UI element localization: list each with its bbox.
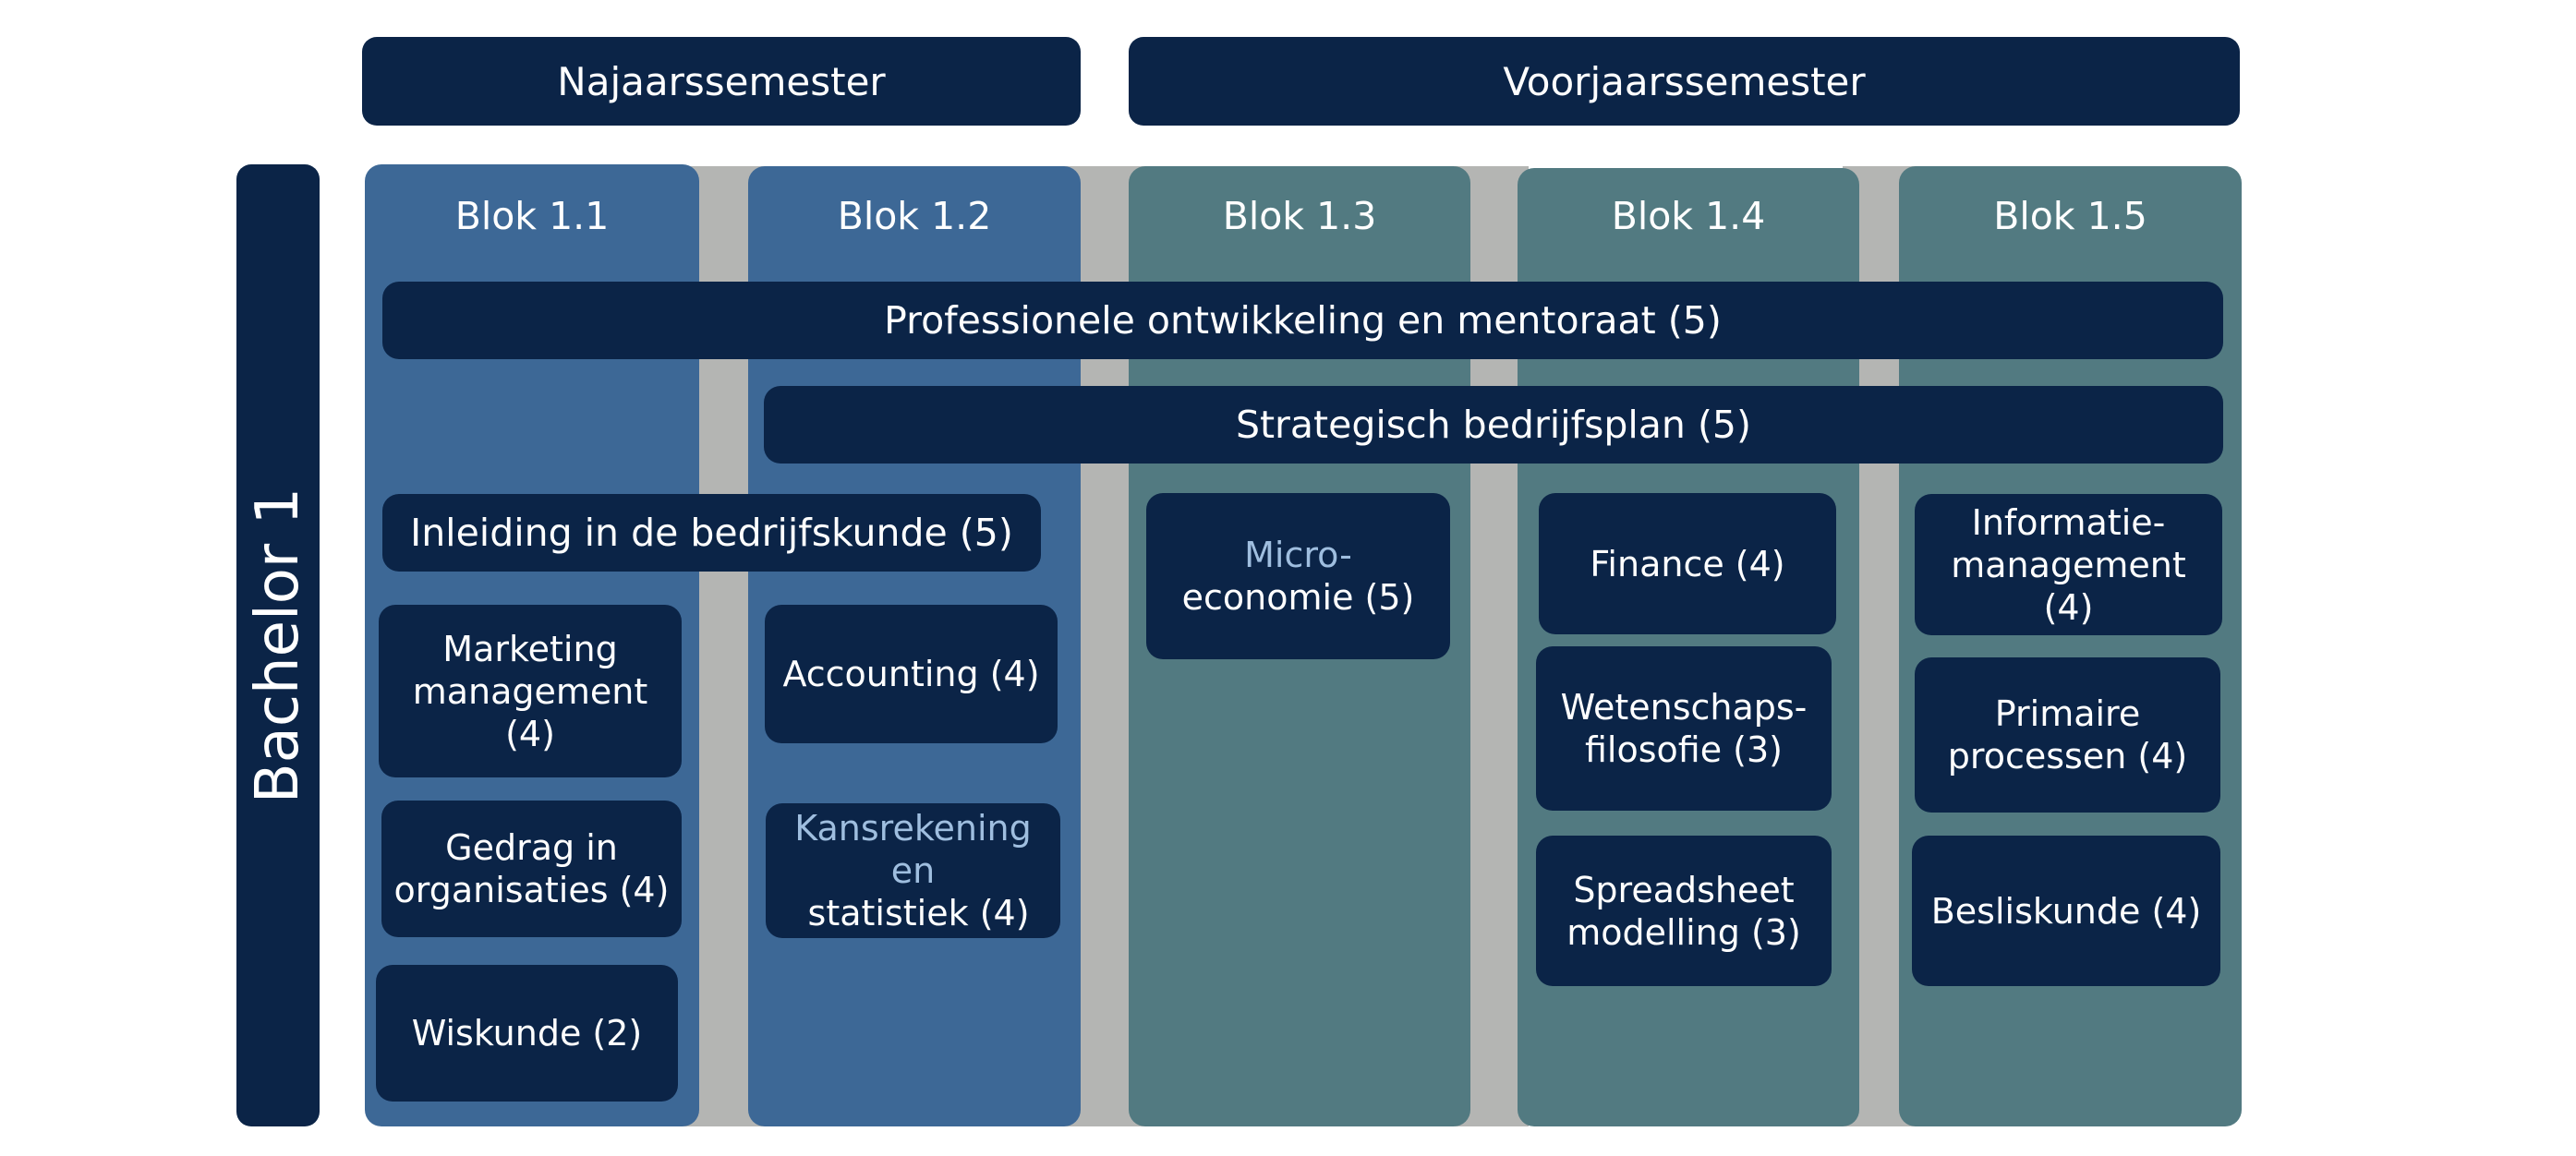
- course-wiskunde: Wiskunde (2): [376, 965, 678, 1102]
- course-kansrekening-en-statistiek: Kansrekening en statistiek (4): [766, 803, 1060, 938]
- semester-header-fall: Najaarssemester: [362, 37, 1081, 126]
- course-gedrag-in-organisaties: Gedrag in organisaties (4): [381, 801, 682, 937]
- course-label-line: Informatie-: [1971, 501, 2166, 543]
- course-label: Strategisch bedrijfsplan (5): [1235, 403, 1752, 447]
- course-besliskunde: Besliskunde (4): [1912, 836, 2220, 986]
- course-finance: Finance (4): [1539, 493, 1836, 634]
- course-inleiding-bedrijfskunde: Inleiding in de bedrijfskunde (5): [382, 494, 1041, 572]
- course-accounting: Accounting (4): [765, 605, 1058, 743]
- semester-spring-label: Voorjaarssemester: [1503, 58, 1866, 104]
- course-label-line: organisaties (4): [393, 870, 670, 910]
- course-spreadsheet-modelling: Spreadsheet modelling (3): [1536, 836, 1832, 986]
- course-label-line: modelling (3): [1566, 911, 1801, 953]
- semester-header-spring: Voorjaarssemester: [1129, 37, 2240, 126]
- year-label: Bachelor 1: [244, 487, 312, 804]
- course-label: Besliskunde (4): [1930, 890, 2202, 932]
- course-label-part: en: [890, 850, 936, 891]
- course-primaire-processen: Primaire processen (4): [1915, 657, 2220, 813]
- course-label-line: management (4): [1951, 544, 2186, 628]
- course-label-line: economie (5): [1181, 577, 1415, 618]
- course-professionele-ontwikkeling: Professionele ontwikkeling en mentoraat …: [382, 282, 2223, 359]
- course-label: Finance (4): [1590, 543, 1785, 584]
- course-label-line: Gedrag in: [445, 827, 618, 868]
- course-marketing-management: Marketing management (4): [379, 605, 682, 777]
- block-title-1-5: Blok 1.5: [1993, 194, 2147, 238]
- course-label-line: Marketing: [442, 628, 618, 669]
- course-wetenschapsfilosofie: Wetenschaps- filosofie (3): [1536, 646, 1832, 811]
- course-micro-economie: Micro- economie (5): [1146, 493, 1450, 659]
- course-label: Wiskunde (2): [411, 1013, 643, 1054]
- course-label-line: Kansrekening: [794, 808, 1032, 849]
- block-title-1-3: Blok 1.3: [1222, 194, 1377, 238]
- block-title-1-1: Blok 1.1: [454, 194, 610, 238]
- block-title-1-4: Blok 1.4: [1611, 194, 1766, 238]
- semester-fall-label: Najaarssemester: [557, 58, 886, 104]
- course-label-line: Micro-: [1244, 535, 1352, 575]
- course-label-line: Wetenschaps-: [1560, 687, 1808, 728]
- course-label-line: management (4): [412, 670, 648, 754]
- course-label-part: statistiek (4): [796, 893, 1030, 933]
- block-title-1-2: Blok 1.2: [837, 194, 992, 238]
- course-label-line: Spreadsheet: [1573, 869, 1795, 910]
- course-label-line: processen (4): [1947, 736, 2188, 777]
- year-bar: Bachelor 1: [236, 164, 320, 1126]
- course-label: Inleiding in de bedrijfskunde (5): [410, 511, 1013, 555]
- course-label-line: Primaire: [1994, 693, 2141, 734]
- course-label: Accounting (4): [782, 654, 1040, 694]
- course-informatiemanagement: Informatie- management (4): [1915, 494, 2222, 635]
- course-label: Professionele ontwikkeling en mentoraat …: [884, 298, 1722, 343]
- course-label-line: en statistiek (4): [775, 849, 1051, 934]
- course-label-line: filosofie (3): [1584, 729, 1783, 770]
- course-strategisch-bedrijfsplan: Strategisch bedrijfsplan (5): [764, 386, 2223, 464]
